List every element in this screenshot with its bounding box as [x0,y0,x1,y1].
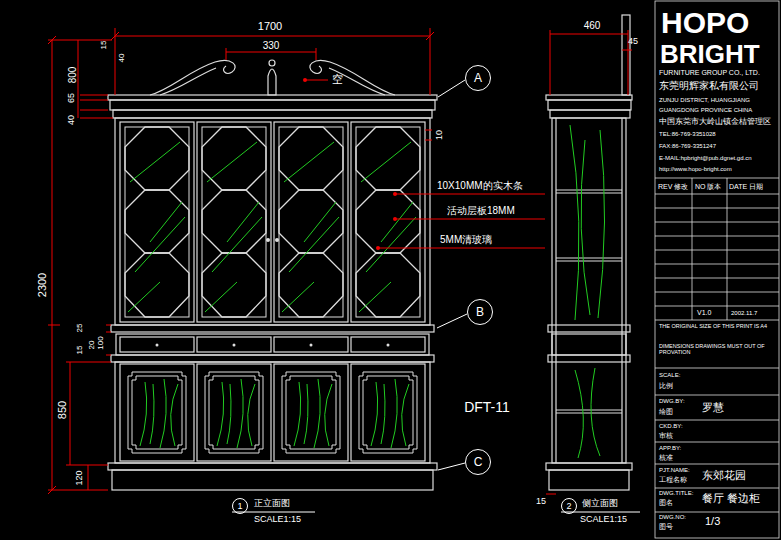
scale-note: SCALE1:15 [580,515,627,525]
callout-label: 1 [237,502,242,511]
address: ZUNJU DISTRICT, HUANGJIANG [659,97,750,104]
callout-label: C [474,456,483,468]
logo-text: BRIGHT [660,40,760,69]
field-label: DWG.BY: [659,398,685,405]
print-note: THE ORIGINAL SIZE OF THIS PRINT IS A4 [659,323,779,329]
dimension: 20 [88,341,97,350]
field-label: 工程名称 [659,476,687,484]
dimension: 40 [118,54,127,63]
dimension: 65 [67,93,77,103]
callout-circle: C [465,449,491,475]
callout-circle: 2 [561,498,577,514]
field-value: 东郊花园 [702,469,746,481]
dimension: 100 [97,336,106,349]
address: 中国东莞市大岭山镇金桔管理区 [659,118,771,127]
company-name: FURNITURE GROUP CO., LTD. [659,69,760,77]
note: 5MM清玻璃 [440,234,492,245]
field-label: 图号 [659,523,673,531]
dimension: 460 [584,20,601,31]
address: GUANGDONG PROVINCE CHINA [659,107,752,114]
table-header: NO 版本 [695,183,721,191]
dimension: 800 [67,67,78,84]
dimension: 330 [263,40,280,51]
callout-label: 2 [566,502,571,511]
company-name: 东莞明辉家私有限公司 [659,80,759,91]
scale-note: SCALE1:15 [254,515,301,525]
contact: E-MAIL:hpbright@pub.dgnet.gd.cn [659,155,751,162]
field-label: APP.BY: [659,445,681,452]
field-label: SCALE: [659,372,680,379]
contact: FAX:86-769-3351247 [659,143,716,150]
field-label: PJT.NAME: [659,467,690,474]
contact: TEL:86-769-3351028 [659,131,716,138]
field-label: 核准 [659,454,673,462]
callout-label: B [476,306,484,318]
field-label: 比例 [659,382,673,390]
print-note: DIMENSIONS DRAWINGS MUST OUT OF PROVATIO… [659,343,779,355]
field-label: 审核 [659,432,673,440]
table-header: DATE 日期 [729,183,763,191]
field-value: 餐厅 餐边柜 [702,492,760,504]
callout-label: A [474,72,482,84]
field-label: DWG.TITLE: [659,490,693,497]
dimension: 15 [100,41,109,50]
drawing-code: DFT-11 [464,400,510,415]
dimension: 40 [67,115,77,125]
view-title: 正立面图 [254,499,290,509]
note: 空 [332,73,343,85]
note: 活动层板18MM [447,205,515,216]
callout-circle: A [465,65,491,91]
dimension: 45 [628,37,638,47]
table-cell: 2002.11.7 [731,310,757,317]
view-title: 侧立面图 [582,499,618,509]
logo-text: HOPO [661,6,749,39]
field-label: DWG.NO: [659,514,686,521]
field-value: 罗慧 [702,401,724,413]
dimension: 15 [76,346,85,355]
dimension: 15 [536,497,546,507]
dimension: 120 [75,470,85,485]
dimension: 10 [435,130,445,140]
contact: http://www.hopo-bright.com [659,166,732,173]
callout-circle: B [467,299,493,325]
table-cell: V1.0 [697,309,711,317]
dimension: 25 [76,324,85,333]
field-value: 1/3 [705,515,720,527]
dimension: 2300 [36,273,48,297]
field-label: CKD.BY: [659,423,683,430]
callout-circle: 1 [232,498,248,514]
dimension: 850 [56,401,68,419]
field-label: 绘图 [659,408,673,416]
note: 10X10MM的实木条 [437,180,523,191]
dimension: 1700 [258,20,282,32]
table-header: REV 修改 [658,183,688,191]
field-label: 图名 [659,499,673,507]
